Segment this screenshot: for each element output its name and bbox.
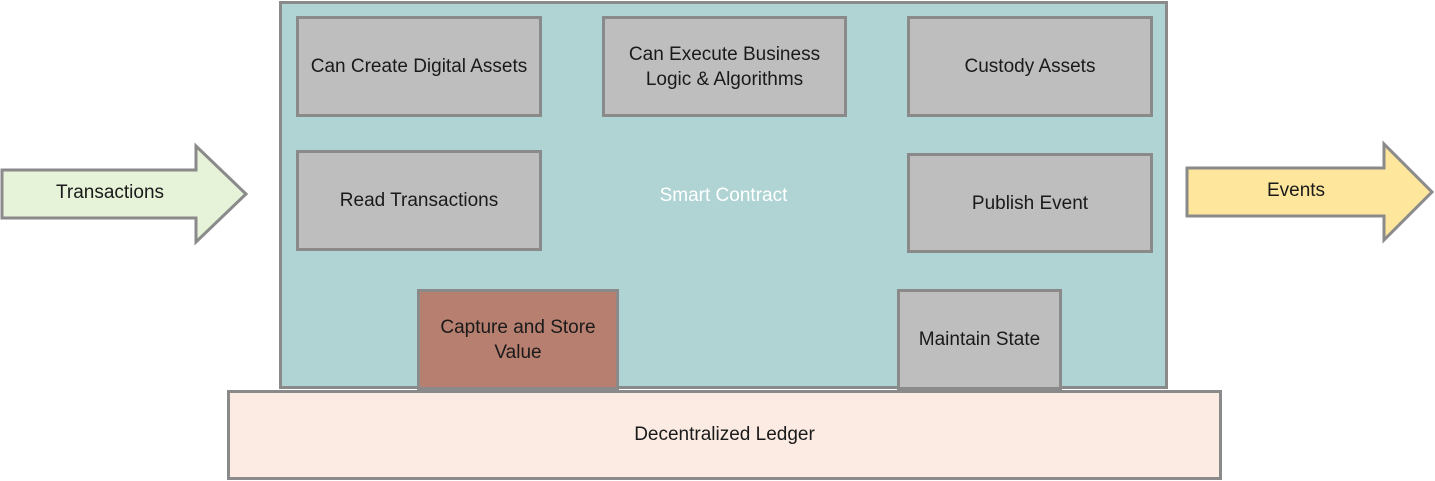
events-label: Events [1266,180,1326,201]
decentralized-ledger-label: Decentralized Ledger [634,424,815,445]
create-digital-assets-box: Can Create Digital Assets [296,16,542,117]
decentralized-ledger-base: Decentralized Ledger [227,390,1222,480]
custody-assets-box: Custody Assets [907,16,1153,117]
execute-business-logic-box: Can Execute Business Logic & Algorithms [602,16,847,117]
publish-event-box: Publish Event [907,153,1153,253]
transactions-label: Transactions [55,182,165,203]
smart-contract-label: Smart Contract [659,185,788,206]
events-arrow: Events [1184,140,1435,244]
maintain-state-box: Maintain State [897,289,1062,390]
capture-store-value-box: Capture and Store Value [417,289,619,390]
arrow-right-icon [0,142,249,246]
arrow-right-icon [1185,140,1435,244]
transactions-arrow: Transactions [0,142,250,246]
read-transactions-box: Read Transactions [296,150,542,251]
